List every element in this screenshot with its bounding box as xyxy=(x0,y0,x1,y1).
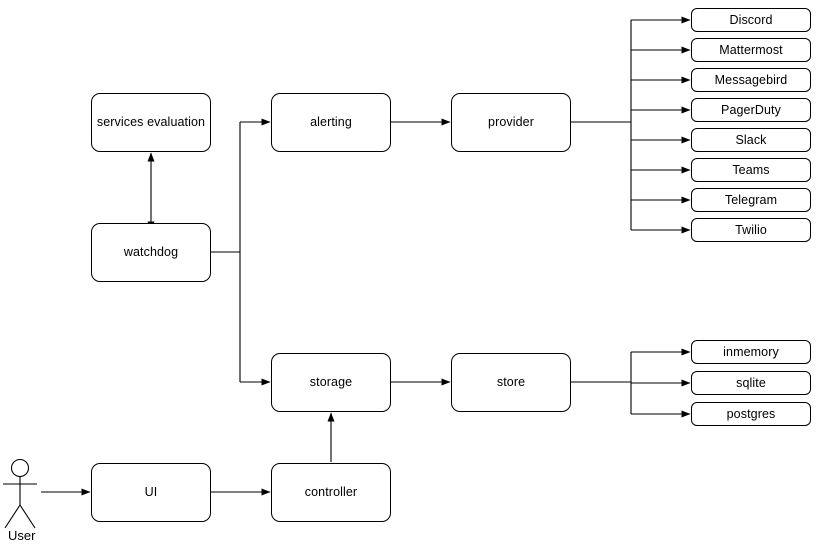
node-provider-messagebird[interactable]: Messagebird xyxy=(691,68,811,92)
node-store-postgres[interactable]: postgres xyxy=(691,402,811,426)
node-store[interactable]: store xyxy=(451,353,571,412)
node-storage[interactable]: storage xyxy=(271,353,391,412)
node-provider-slack[interactable]: Slack xyxy=(691,128,811,152)
node-services-evaluation[interactable]: services evaluation xyxy=(91,93,211,152)
node-alerting[interactable]: alerting xyxy=(271,93,391,152)
node-provider-twilio[interactable]: Twilio xyxy=(691,218,811,242)
node-ui[interactable]: UI xyxy=(91,463,211,522)
node-provider[interactable]: provider xyxy=(451,93,571,152)
node-store-sqlite[interactable]: sqlite xyxy=(691,371,811,395)
node-provider-telegram[interactable]: Telegram xyxy=(691,188,811,212)
user-actor-icon xyxy=(3,458,37,529)
node-watchdog[interactable]: watchdog xyxy=(91,223,211,282)
user-actor-label: User xyxy=(8,528,36,543)
node-store-inmemory[interactable]: inmemory xyxy=(691,340,811,364)
node-provider-teams[interactable]: Teams xyxy=(691,158,811,182)
node-controller[interactable]: controller xyxy=(271,463,391,522)
node-provider-mattermost[interactable]: Mattermost xyxy=(691,38,811,62)
node-provider-pagerduty[interactable]: PagerDuty xyxy=(691,98,811,122)
node-provider-discord[interactable]: Discord xyxy=(691,8,811,32)
